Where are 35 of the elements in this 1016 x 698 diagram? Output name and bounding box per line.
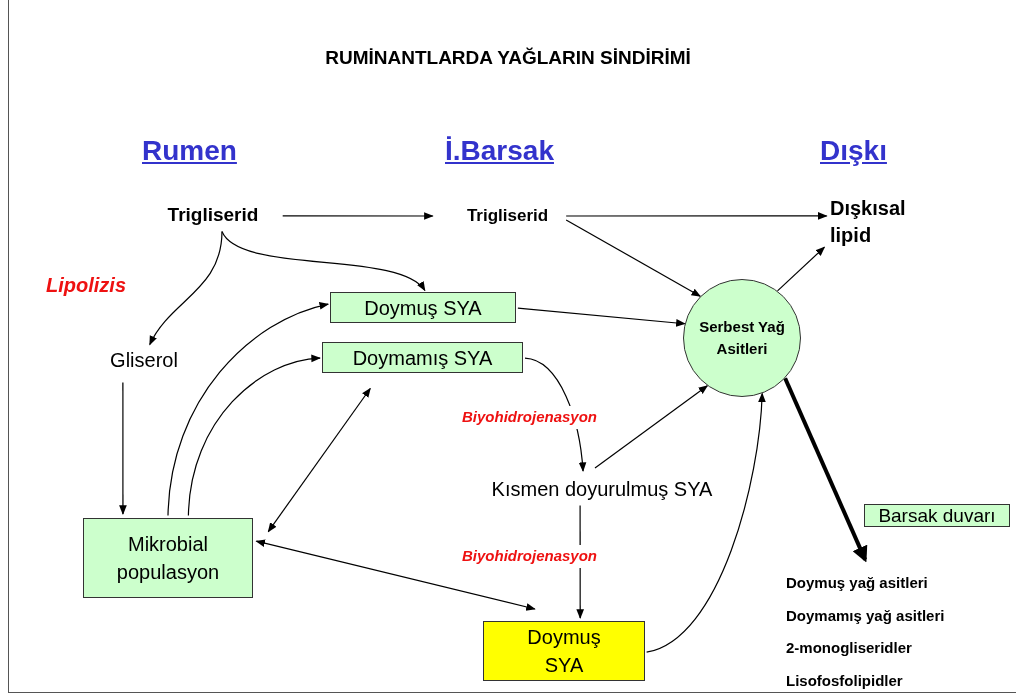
- arrow: [119, 381, 127, 515]
- process-box: Doymuş SYA: [330, 292, 516, 323]
- node-text: Kısmen doyurulmuş SYA: [456, 474, 748, 504]
- node-text: Trigliserid: [450, 203, 565, 229]
- arrow: [594, 385, 709, 469]
- arrow: [646, 392, 766, 653]
- arrow: [221, 230, 426, 292]
- arrow: [783, 377, 868, 563]
- arrow: [267, 387, 371, 533]
- process-label: Biyohidrojenasyon: [462, 545, 598, 568]
- list-item: Doymuş yağ asitleri: [786, 573, 928, 593]
- process-box: Doymamış SYA: [322, 342, 523, 373]
- process-box: Barsak duvarı: [864, 504, 1010, 527]
- arrow: [776, 246, 826, 292]
- arrow: [187, 355, 321, 517]
- arrow: [565, 212, 828, 220]
- node-text: Dışkısal lipid: [830, 195, 942, 253]
- process-box: Doymuş SYA: [483, 621, 645, 681]
- title: RUMİNANTLARDA YAĞLARIN SİNDİRİMİ: [324, 46, 692, 70]
- list-item: 2-monogliseridler: [786, 638, 912, 658]
- arrow: [255, 539, 536, 611]
- section-heading: İ.Barsak: [445, 134, 554, 168]
- section-heading: Rumen: [142, 134, 237, 168]
- arrow: [565, 219, 702, 297]
- process-label: Biyohidrojenasyon: [462, 406, 598, 429]
- list-item: Doymamış yağ asitleri: [786, 605, 945, 626]
- arrow: [282, 212, 434, 220]
- node-text: Gliserol: [96, 346, 192, 374]
- section-heading: Dışkı: [820, 134, 887, 168]
- arrow: [167, 302, 330, 517]
- arrow: [149, 230, 223, 346]
- process-label: Lipolizis: [46, 273, 126, 298]
- list-item: Lisofosfolipidler: [786, 670, 903, 691]
- process-box: Mikrobial populasyon: [83, 518, 253, 598]
- node-text: Trigliserid: [146, 200, 280, 230]
